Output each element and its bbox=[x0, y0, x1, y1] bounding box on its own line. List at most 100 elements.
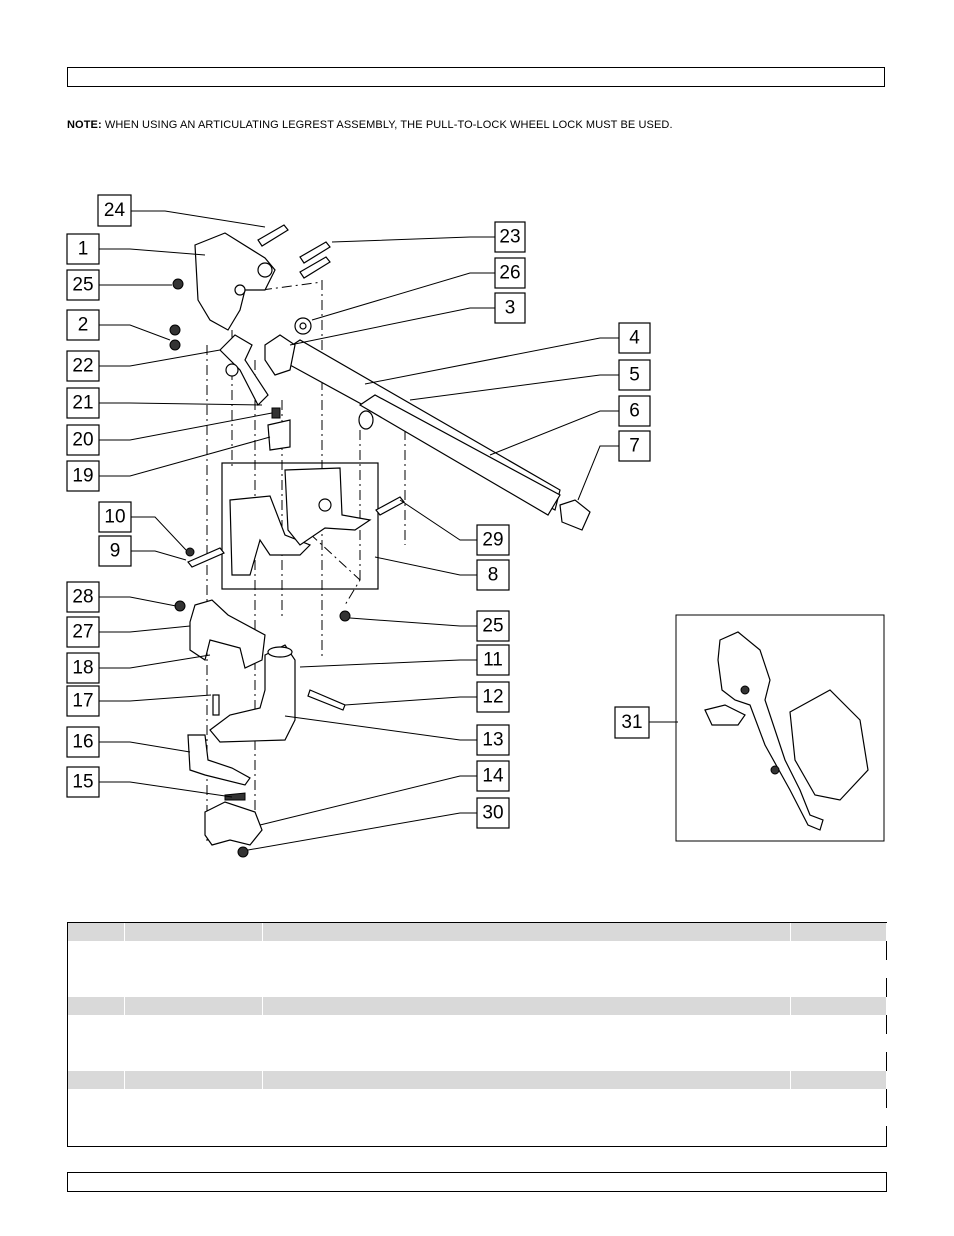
svg-text:21: 21 bbox=[72, 393, 93, 414]
callout-8: 8 bbox=[476, 559, 510, 591]
callout-26: 26 bbox=[494, 257, 526, 289]
table-cell bbox=[262, 997, 791, 1015]
top-bracket bbox=[194, 232, 276, 331]
table-cell bbox=[68, 1071, 125, 1089]
callout-14: 14 bbox=[476, 760, 510, 792]
callout-31: 31 bbox=[614, 706, 650, 739]
header-bar bbox=[67, 67, 885, 87]
svg-text:25: 25 bbox=[482, 616, 503, 637]
svg-text:7: 7 bbox=[629, 436, 640, 457]
svg-text:12: 12 bbox=[482, 687, 503, 708]
callout-18: 18 bbox=[66, 652, 100, 684]
exploded-parts-diagram: 24 1 25 2 22 21 20 19 10 9 28 27 18 17 1… bbox=[66, 194, 885, 858]
callout-21: 21 bbox=[66, 387, 100, 419]
svg-text:16: 16 bbox=[72, 732, 93, 753]
table-cell bbox=[68, 960, 125, 978]
table-cell bbox=[790, 960, 887, 978]
svg-text:1: 1 bbox=[78, 239, 89, 260]
note-label: NOTE: bbox=[67, 119, 102, 131]
table-cell bbox=[262, 960, 791, 978]
table-cell bbox=[124, 997, 263, 1015]
svg-text:30: 30 bbox=[482, 803, 503, 824]
callout-17: 17 bbox=[66, 685, 100, 717]
table-row bbox=[68, 1071, 887, 1089]
svg-text:6: 6 bbox=[629, 401, 640, 422]
callout-19: 19 bbox=[66, 460, 100, 492]
callout-20: 20 bbox=[66, 424, 100, 456]
callout-1: 1 bbox=[66, 233, 100, 265]
svg-text:15: 15 bbox=[72, 772, 93, 793]
svg-text:18: 18 bbox=[72, 658, 93, 679]
table-cell bbox=[790, 997, 887, 1015]
callout-22: 22 bbox=[66, 350, 100, 382]
callout-24: 24 bbox=[97, 194, 132, 227]
callout-30: 30 bbox=[476, 797, 510, 829]
callout-11: 11 bbox=[476, 644, 510, 676]
svg-text:31: 31 bbox=[621, 712, 642, 733]
bracket-inset-box bbox=[221, 462, 379, 590]
table-row bbox=[68, 997, 887, 1015]
parts-table bbox=[67, 922, 887, 1147]
callout-3: 3 bbox=[494, 292, 526, 324]
table-cell bbox=[124, 960, 263, 978]
callout-25: 25 bbox=[66, 269, 100, 301]
callout-9: 9 bbox=[98, 535, 132, 567]
callout-5: 5 bbox=[618, 359, 651, 391]
callout-15: 15 bbox=[66, 766, 100, 798]
svg-text:26: 26 bbox=[499, 263, 520, 284]
callout-23: 23 bbox=[494, 221, 526, 253]
table-cell bbox=[68, 997, 125, 1015]
svg-text:27: 27 bbox=[72, 622, 93, 643]
assembled-view-box bbox=[675, 614, 885, 842]
svg-text:28: 28 bbox=[72, 587, 93, 608]
table-row bbox=[68, 960, 887, 978]
svg-text:24: 24 bbox=[104, 200, 126, 221]
svg-text:11: 11 bbox=[483, 650, 503, 671]
callout-25b: 25 bbox=[476, 610, 510, 642]
table-cell bbox=[124, 923, 263, 941]
callout-28: 28 bbox=[66, 581, 100, 613]
callout-12: 12 bbox=[476, 681, 510, 713]
callout-2: 2 bbox=[66, 309, 100, 341]
svg-text:3: 3 bbox=[505, 298, 516, 319]
note-text: WHEN USING AN ARTICULATING LEGREST ASSEM… bbox=[104, 119, 673, 131]
table-cell bbox=[262, 1108, 791, 1126]
table-cell bbox=[124, 1034, 263, 1052]
callout-7: 7 bbox=[618, 430, 651, 462]
table-cell bbox=[68, 1108, 125, 1126]
table-cell bbox=[790, 1034, 887, 1052]
table-cell bbox=[262, 1034, 791, 1052]
table-cell bbox=[790, 1108, 887, 1126]
callout-29: 29 bbox=[476, 524, 510, 556]
table-row bbox=[68, 923, 887, 941]
svg-text:10: 10 bbox=[104, 507, 125, 528]
svg-text:22: 22 bbox=[72, 356, 93, 377]
svg-text:23: 23 bbox=[499, 227, 520, 248]
table-row bbox=[68, 1034, 887, 1052]
table-row bbox=[68, 1108, 887, 1126]
table-cell bbox=[124, 1071, 263, 1089]
callout-4: 4 bbox=[618, 322, 651, 354]
footer-bar bbox=[67, 1172, 887, 1192]
svg-text:29: 29 bbox=[482, 530, 503, 551]
table-cell bbox=[68, 1034, 125, 1052]
note: NOTE: WHEN USING AN ARTICULATING LEGREST… bbox=[67, 119, 673, 131]
svg-text:8: 8 bbox=[488, 565, 499, 586]
svg-text:25: 25 bbox=[72, 275, 93, 296]
table-cell bbox=[68, 923, 125, 941]
table-cell bbox=[262, 1071, 791, 1089]
table-cell bbox=[790, 923, 887, 941]
svg-text:13: 13 bbox=[482, 730, 503, 751]
svg-text:5: 5 bbox=[629, 365, 640, 386]
svg-text:9: 9 bbox=[110, 541, 121, 562]
callout-27: 27 bbox=[66, 616, 100, 648]
table-cell bbox=[124, 1108, 263, 1126]
svg-text:14: 14 bbox=[482, 766, 504, 787]
table-cell bbox=[262, 923, 791, 941]
table-cell bbox=[790, 1071, 887, 1089]
callout-13: 13 bbox=[476, 724, 510, 756]
svg-text:4: 4 bbox=[629, 328, 640, 349]
svg-text:20: 20 bbox=[72, 430, 93, 451]
svg-text:17: 17 bbox=[72, 691, 93, 712]
callout-10: 10 bbox=[98, 501, 132, 533]
